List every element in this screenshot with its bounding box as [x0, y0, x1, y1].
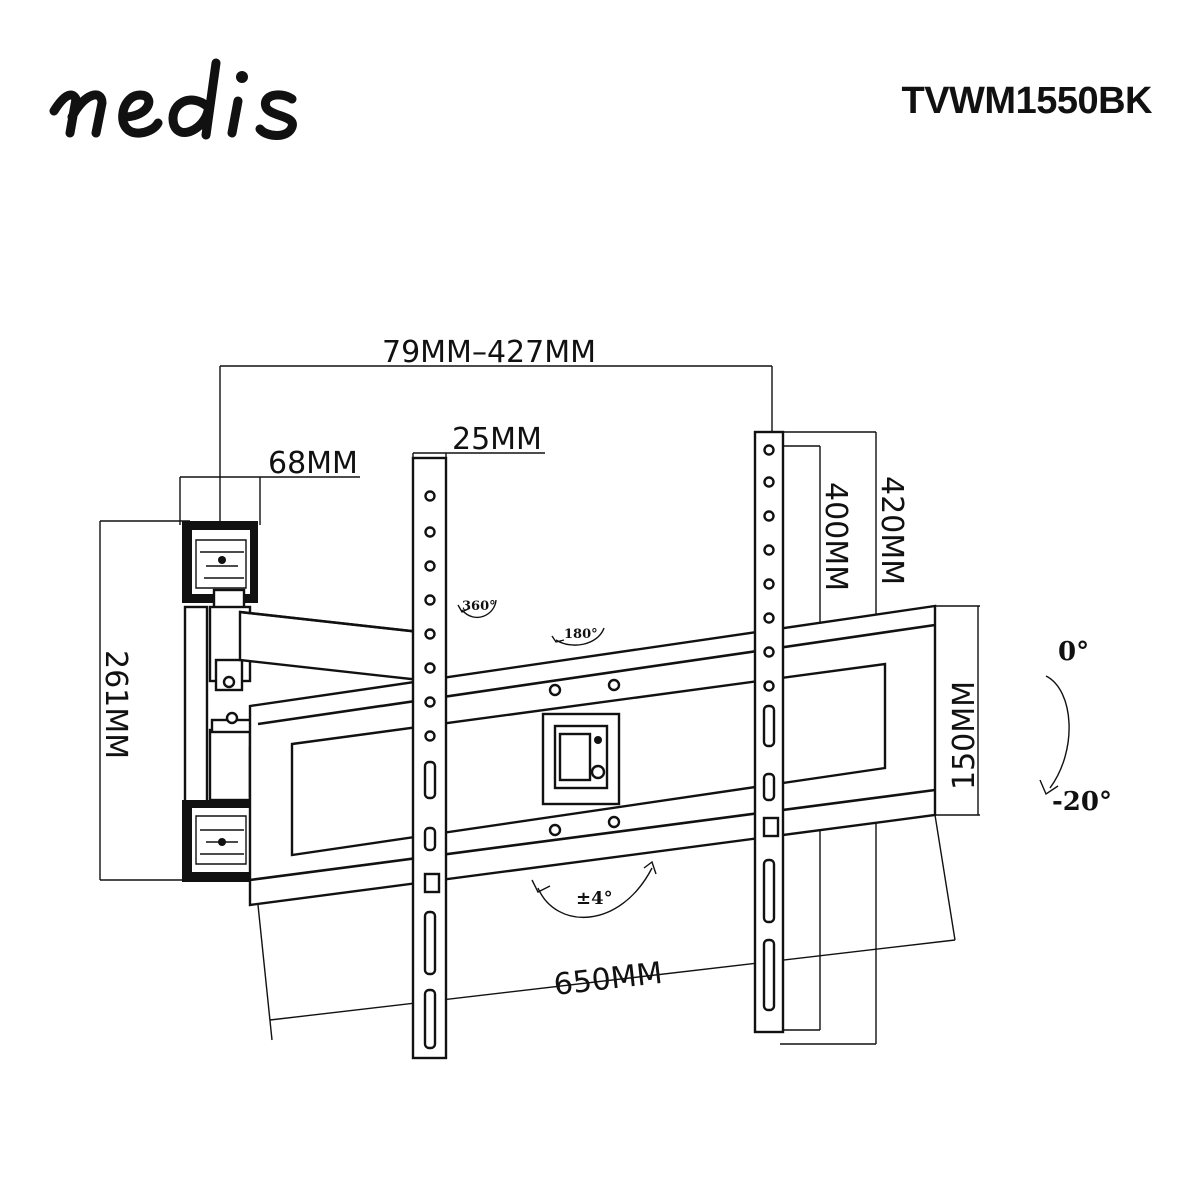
dim-strip-width: 25MM	[412, 422, 545, 480]
label-tilt-top: 0°	[1058, 637, 1089, 667]
dim-bracket-width: 68MM	[179, 446, 360, 525]
vesa-strip-left	[411, 456, 448, 1060]
label-swivel-arm: 360°	[462, 599, 496, 614]
label-bracket-height: 261MM	[98, 650, 133, 759]
label-bracket-width: 68MM	[268, 446, 358, 481]
label-strip-width: 25MM	[452, 422, 542, 457]
label-vesa-vertical: 400MM	[818, 482, 853, 591]
label-strip-height: 420MM	[874, 476, 909, 585]
dim-arm-height: 150MM	[935, 605, 982, 816]
label-extension: 650MM	[552, 956, 664, 1003]
label-arm-height: 150MM	[947, 681, 982, 790]
wall-plate	[182, 521, 258, 882]
model-number: TVWM1550BK	[901, 80, 1153, 122]
label-rotation: ±4°	[576, 888, 613, 909]
label-swivel-plate: 180°	[564, 627, 598, 642]
label-tilt-bottom: -20°	[1052, 787, 1112, 817]
vesa-strip-right	[753, 430, 785, 1034]
nedis-logo: nedis	[49, 58, 297, 140]
angle-swivel-arm: 360°	[457, 599, 497, 619]
angle-rotation: ±4°	[531, 860, 657, 918]
dim-bracket-height: 261MM	[98, 520, 190, 881]
label-vesa-horizontal: 79MM–427MM	[382, 335, 596, 370]
dim-vesa-horizontal: 79MM–427MM	[219, 335, 773, 525]
angle-tilt: 0° -20°	[1039, 637, 1112, 817]
angle-swivel-plate: 180°	[551, 627, 605, 646]
